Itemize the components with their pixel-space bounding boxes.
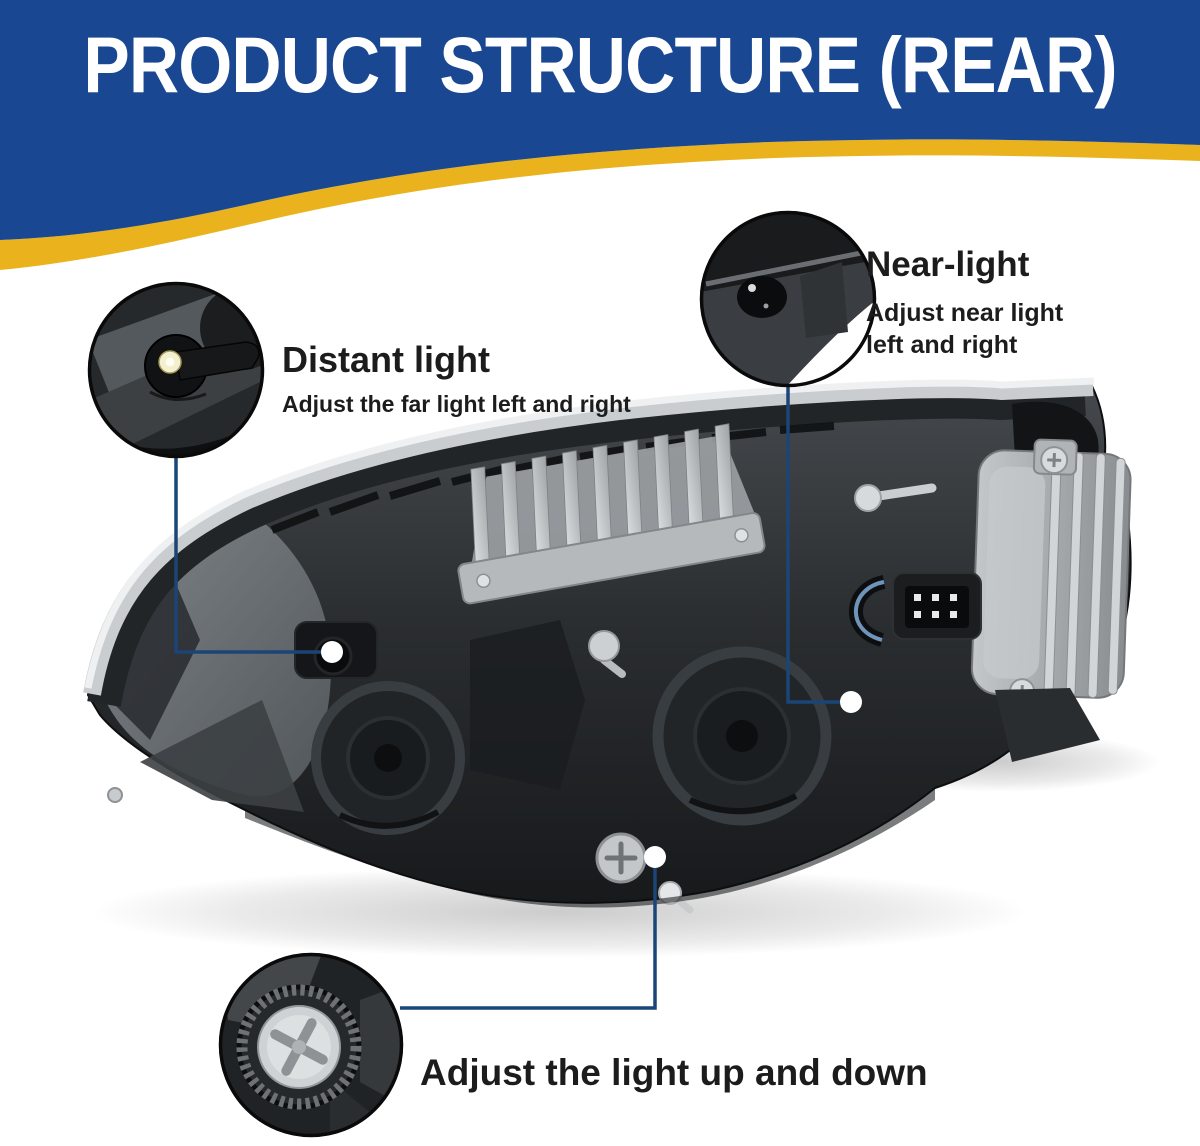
headlight-body	[83, 377, 1132, 914]
distant-light-inset	[87, 281, 265, 459]
near-callout-dot	[840, 691, 862, 713]
near-light-inset	[699, 210, 877, 388]
ground-shadow	[90, 866, 1030, 958]
updown-screw	[595, 832, 647, 884]
near-light-description-line1: Adjust near light	[866, 298, 1064, 327]
near-light-description-line2: left and right	[866, 331, 1018, 359]
heatsink	[457, 423, 766, 605]
distant-callout-dot	[321, 641, 343, 663]
module-screw-top	[1040, 446, 1069, 475]
driver-module	[970, 438, 1132, 711]
bulb-cap-right	[652, 646, 832, 826]
near-light-callout: Near-light Adjust near light left and ri…	[866, 245, 1063, 362]
page-title: PRODUCT STRUCTURE (REAR)	[83, 20, 1117, 109]
lens-rim-strip	[83, 377, 1095, 696]
left-edge-screw	[107, 787, 123, 803]
distant-light-title: Distant light	[282, 339, 490, 380]
banner-blue-shape	[0, 0, 1200, 240]
banner-yellow-stripe	[0, 139, 1200, 270]
bulb-cap-left	[311, 681, 465, 835]
distant-light-callout: Distant light Adjust the far light left …	[282, 340, 631, 419]
updown-callout-dot	[644, 846, 666, 868]
near-light-title: Near-light	[866, 245, 1030, 284]
banner	[0, 0, 1200, 270]
distant-callout-line	[174, 456, 322, 654]
ball-stud-center	[588, 630, 626, 678]
near-callout-line	[786, 386, 841, 704]
updown-callout-line	[400, 866, 657, 1010]
wire-connector	[848, 572, 982, 647]
updown-label: Adjust the light up and down	[420, 1052, 928, 1093]
updown-adjuster-inset	[218, 952, 404, 1138]
distant-light-description: Adjust the far light left and right	[282, 390, 631, 417]
adjuster-pin-upper-right	[854, 483, 937, 512]
near-light-description: Adjust near light left and right	[866, 297, 1063, 362]
